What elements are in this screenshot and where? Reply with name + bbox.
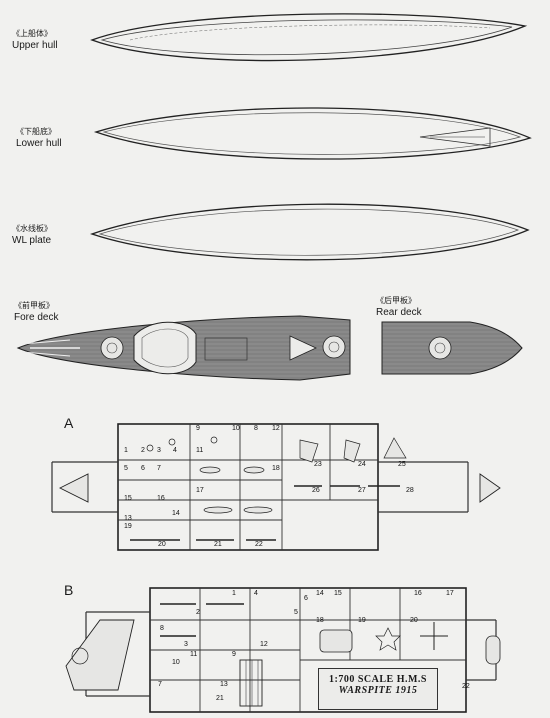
- scale-text: 1:700 SCALE H.M.S: [329, 674, 427, 685]
- sprue-b-part-number: 20: [410, 617, 418, 624]
- sprue-a-part-number: 2: [141, 447, 145, 454]
- sprue-a-part-number: 4: [173, 447, 177, 454]
- sprue-b-part-number: 22: [462, 683, 470, 690]
- sprue-a-part-number: 16: [157, 495, 165, 502]
- sprue-b-part-number: 15: [334, 590, 342, 597]
- rear-deck-label: 《后甲板》 Rear deck: [376, 296, 422, 318]
- sprue-a-part-number: 26: [312, 487, 320, 494]
- upper-hull-label: 《上船体》 Upper hull: [12, 29, 58, 51]
- sprue-b-part-number: 3: [184, 641, 188, 648]
- fore-deck-label: 《前甲板》 Fore deck: [14, 301, 59, 323]
- sprue-a-part-number: 14: [172, 510, 180, 517]
- sprue-b-part-number: 4: [254, 590, 258, 597]
- sprue-a-part-number: 17: [196, 487, 204, 494]
- sprue-b-part-number: 7: [158, 681, 162, 688]
- sprue-b-part-number: 9: [232, 651, 236, 658]
- upper-hull: [90, 13, 528, 62]
- sprue-a-part-number: 10: [232, 425, 240, 432]
- sprue-b-part-number: 16: [414, 590, 422, 597]
- sprue-b-letter: B: [64, 582, 74, 598]
- lower-hull: [93, 107, 532, 160]
- sprue-a-part-number: 5: [124, 465, 128, 472]
- sprue-b-part-number: 18: [316, 617, 324, 624]
- sprue-a-part-number: 25: [398, 461, 406, 468]
- sprue-b-part-number: 11: [190, 651, 197, 658]
- sprue-a-part-number: 15: [124, 495, 132, 502]
- sprue-a-part-number: 23: [314, 461, 322, 468]
- sprue-a-part-number: 22: [255, 541, 263, 548]
- sprue-a-part-number: 6: [141, 465, 145, 472]
- sprue-b-part-number: 8: [160, 625, 164, 632]
- sprue-b-part-number: 10: [172, 659, 180, 666]
- sprue-b-part-number: 2: [196, 609, 200, 616]
- sprue-a-part-number: 18: [272, 465, 280, 472]
- title-plate: 1:700 SCALE H.M.S WARSPITE 1915: [318, 668, 438, 710]
- sprue-a-part-number: 8: [254, 425, 258, 432]
- sprue-b-part-number: 6: [304, 595, 308, 602]
- ship-name-text: WARSPITE 1915: [338, 685, 418, 696]
- sprue-a-part-number: 21: [214, 541, 222, 548]
- sprue-a-part-number: 20: [158, 541, 166, 548]
- sprue-a-part-number: 11: [196, 447, 203, 454]
- sprue-a-part-number: 24: [358, 461, 366, 468]
- sprue-b-part-number: 1: [232, 590, 236, 597]
- fore-deck: [16, 315, 351, 381]
- sprue-a-part-number: 7: [157, 465, 161, 472]
- sprue-a-part-number: 28: [406, 487, 414, 494]
- sprue-b-part-number: 19: [358, 617, 366, 624]
- sprue-a-part-number: 27: [358, 487, 366, 494]
- sprue-a-part-number: 19: [124, 523, 132, 530]
- lower-hull-label: 《下船底》 Lower hull: [16, 127, 62, 149]
- wl-plate-label: 《水线板》 WL plate: [12, 224, 52, 246]
- sprue-a-part-number: 3: [157, 447, 161, 454]
- sprue-b-part-number: 5: [294, 609, 298, 616]
- sprue-b-part-number: 12: [260, 641, 268, 648]
- sprue-b-part-number: 13: [220, 681, 228, 688]
- sprue-a-letter: A: [64, 415, 74, 431]
- rear-deck: [381, 321, 523, 375]
- sprue-a-part-number: 1: [124, 447, 128, 454]
- sprue-b-part-number: 21: [216, 695, 224, 702]
- sprue-a-part-number: 9: [196, 425, 200, 432]
- sprue-b: [65, 587, 501, 713]
- wl-plate: [89, 203, 530, 261]
- sprue-a-part-number: 12: [272, 425, 280, 432]
- sprue-b-part-number: 14: [316, 590, 324, 597]
- sprue-a-part-number: 13: [124, 515, 132, 522]
- sprue-b-part-number: 17: [446, 590, 454, 597]
- sprue-a: [51, 423, 501, 551]
